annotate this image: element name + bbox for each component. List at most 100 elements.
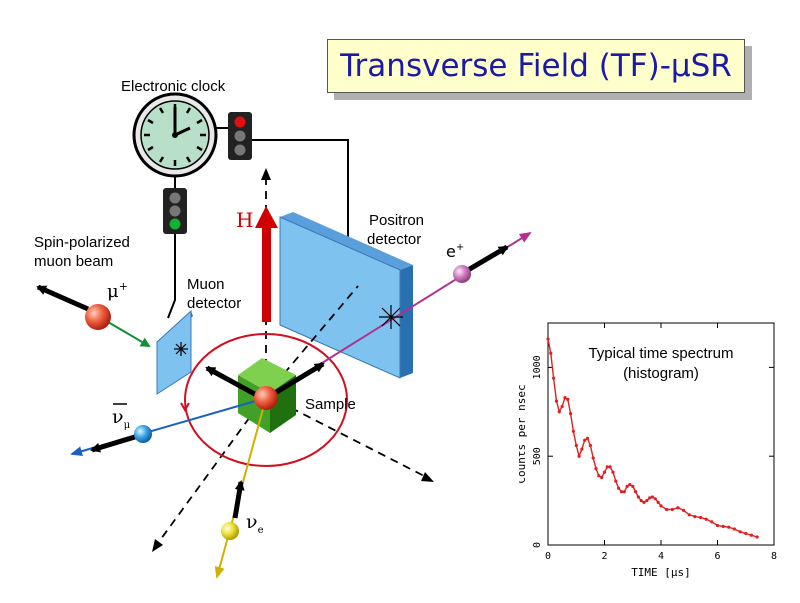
spectrum-point [732, 527, 736, 531]
spectrum-point [636, 495, 640, 499]
positron-symbol: e+ [446, 242, 464, 261]
beam-label-line1: Spin-polarized [34, 234, 130, 251]
x-tick-label: 6 [714, 551, 720, 562]
electronic-clock-icon [132, 92, 218, 178]
spectrum-point [614, 479, 618, 483]
spectrum-point [755, 535, 759, 539]
muon-detector-label-line2: detector [187, 295, 242, 312]
spectrum-point [597, 474, 601, 478]
spectrum-point [676, 506, 680, 510]
spectrum-point [625, 484, 629, 488]
x-tick-label: 0 [545, 551, 551, 562]
spectrum-point [605, 465, 609, 469]
spectrum-point [617, 486, 621, 490]
beam-label-line2: muon beam [34, 253, 114, 270]
spectrum-point [659, 504, 663, 508]
spectrum-point [704, 517, 708, 521]
y-axis-label: Counts per nsec [519, 384, 528, 483]
momentum-arrows [36, 244, 509, 519]
magnetic-field-arrow [255, 206, 278, 322]
spectrum-point [670, 507, 674, 512]
spectrum-point [650, 495, 655, 499]
nu-e-particle-icon [221, 522, 239, 540]
traffic-light-green-icon [163, 188, 187, 234]
spectrum-point [591, 456, 595, 460]
spectrum-point [549, 351, 553, 355]
spectrum-point [566, 397, 570, 401]
muon-particle-icon [85, 304, 111, 330]
spectrum-point [608, 465, 612, 469]
spectrum-point [631, 484, 635, 488]
spectrum-point [628, 483, 632, 487]
spectrum-point [721, 524, 725, 528]
chart-title: Typical time spectrum [588, 345, 733, 362]
spectrum-point [585, 436, 590, 440]
spectrum-point [687, 513, 691, 517]
hit-starburst-icons [174, 305, 403, 356]
spectrum-point [682, 508, 686, 512]
spectrum-point [600, 475, 604, 480]
spectrum-point [634, 490, 638, 494]
spectrum-point [710, 520, 714, 524]
bottom-right-axis-arrowhead [421, 472, 434, 482]
muon-in-sample-icon [254, 386, 278, 410]
title-box: Transverse Field (TF)-μSR [327, 39, 745, 93]
precession-orbit [184, 333, 348, 467]
positron-detector [279, 212, 413, 379]
spectrum-point [594, 467, 598, 471]
field-label: H [236, 208, 253, 232]
nu-e-symbol: νe [246, 511, 264, 536]
spectrum-point [569, 412, 573, 416]
positron-detector-label-line2: detector [367, 231, 422, 248]
spectrum-line [547, 338, 758, 538]
spectrum-point [580, 447, 584, 451]
page-title: Transverse Field (TF)-μSR [340, 48, 732, 84]
spectrum-point [571, 429, 575, 433]
traffic-light-red-icon [228, 112, 252, 160]
positron-detector-label-line1: Positron [369, 212, 425, 229]
sample-label: Sample [305, 396, 356, 413]
spectrum-point [639, 499, 643, 503]
y-tick-label: 500 [532, 447, 543, 465]
x-tick-label: 2 [601, 551, 607, 562]
muon-detector [156, 309, 193, 395]
spectrum-point [546, 337, 550, 341]
clock-label: Electronic clock [121, 78, 226, 95]
x-tick-label: 8 [771, 551, 777, 562]
muon-detector-label-line1: Muon [187, 276, 225, 293]
spectrum-point [602, 470, 607, 474]
spectrum-point [749, 533, 753, 537]
spectrum-point [588, 443, 592, 448]
spectrum-point [577, 454, 581, 458]
spectrum-point [656, 500, 660, 504]
spectrum-point [554, 399, 559, 403]
chart-subtitle: (histogram) [623, 365, 699, 382]
spectrum-point [653, 497, 657, 501]
spectrum-point [552, 376, 556, 380]
bottom-left-axis-arrowhead [152, 539, 163, 552]
spectrum-point [557, 410, 561, 414]
spectrum-point [574, 443, 578, 448]
spectrum-point [665, 507, 669, 512]
spectrum-point [715, 523, 720, 528]
spectrum-point [699, 515, 703, 520]
spectrum-point [648, 496, 652, 500]
nu-mu-particle-icon [134, 425, 152, 443]
spectrum-point [583, 438, 587, 442]
muon-track [107, 321, 151, 348]
y-tick-label: 0 [532, 542, 543, 548]
muon-symbol: μ+ [107, 280, 128, 302]
vertical-axis-arrowhead [261, 168, 271, 180]
spectrum-point [642, 500, 646, 504]
spectrum-point [563, 396, 567, 400]
y-tick-label: 1000 [532, 355, 543, 379]
spectrum-point [645, 499, 649, 503]
nu-mu-symbol: νμ [112, 406, 131, 431]
spectrum-point [744, 531, 748, 536]
precession-arrow [180, 402, 190, 413]
spectrum-point [738, 530, 742, 534]
spectrum-point [727, 525, 731, 529]
